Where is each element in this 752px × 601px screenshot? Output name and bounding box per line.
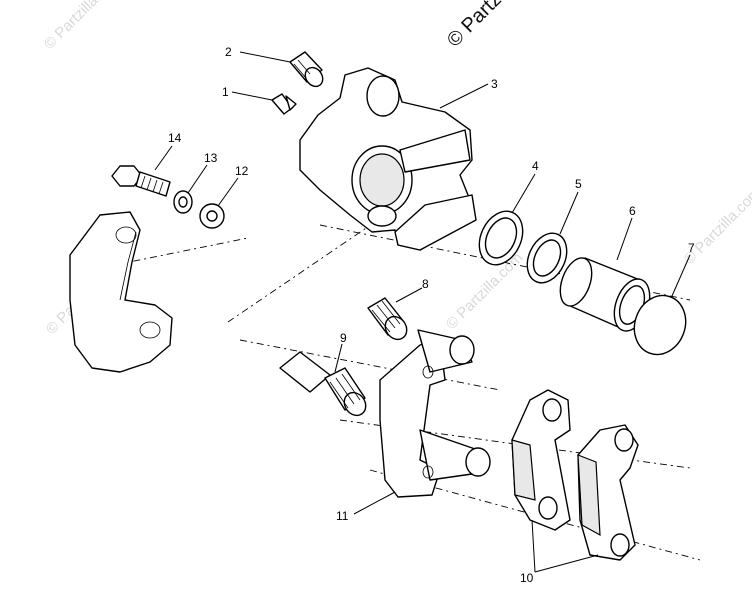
callout-4: 4 [532, 159, 539, 173]
callout-10: 10 [520, 571, 534, 585]
boot-7 [633, 294, 687, 356]
callout-13: 13 [204, 151, 218, 165]
brake-pads-10 [511, 389, 639, 561]
piston-6 [559, 257, 651, 332]
watermark-main: © Partzilla [443, 0, 524, 52]
mounting-bracket [69, 211, 173, 373]
callout-6: 6 [629, 204, 636, 218]
callout-7: 7 [688, 241, 695, 255]
caliper-bracket-11 [379, 329, 491, 498]
watermark-top-left: © Partzilla.com [41, 0, 124, 53]
nut-12 [199, 203, 225, 229]
seal-5 [526, 232, 568, 284]
pin-boot-8 [367, 297, 408, 341]
callout-8: 8 [422, 277, 429, 291]
callout-11: 11 [336, 509, 349, 523]
plug-2 [289, 51, 324, 88]
watermark-center: © Partzilla.com [443, 249, 526, 332]
pin-boot-9 [279, 351, 367, 417]
callout-12: 12 [235, 164, 249, 178]
callout-9: 9 [340, 331, 347, 345]
leader-lines [154, 51, 691, 573]
bleeder-screw-1 [271, 93, 297, 115]
callout-1: 1 [222, 85, 229, 99]
callout-3: 3 [491, 77, 498, 91]
watermark-bottom: © Partzilla.com [681, 184, 752, 267]
callout-labels: 1 2 3 4 5 6 7 8 9 10 11 12 13 14 [168, 45, 695, 585]
callout-2: 2 [225, 45, 232, 59]
bolt-14 [111, 165, 171, 197]
callout-5: 5 [575, 177, 582, 191]
callout-14: 14 [168, 131, 182, 145]
caliper-body-3 [299, 67, 477, 251]
washer-13 [173, 190, 193, 214]
seal-4 [478, 210, 524, 266]
